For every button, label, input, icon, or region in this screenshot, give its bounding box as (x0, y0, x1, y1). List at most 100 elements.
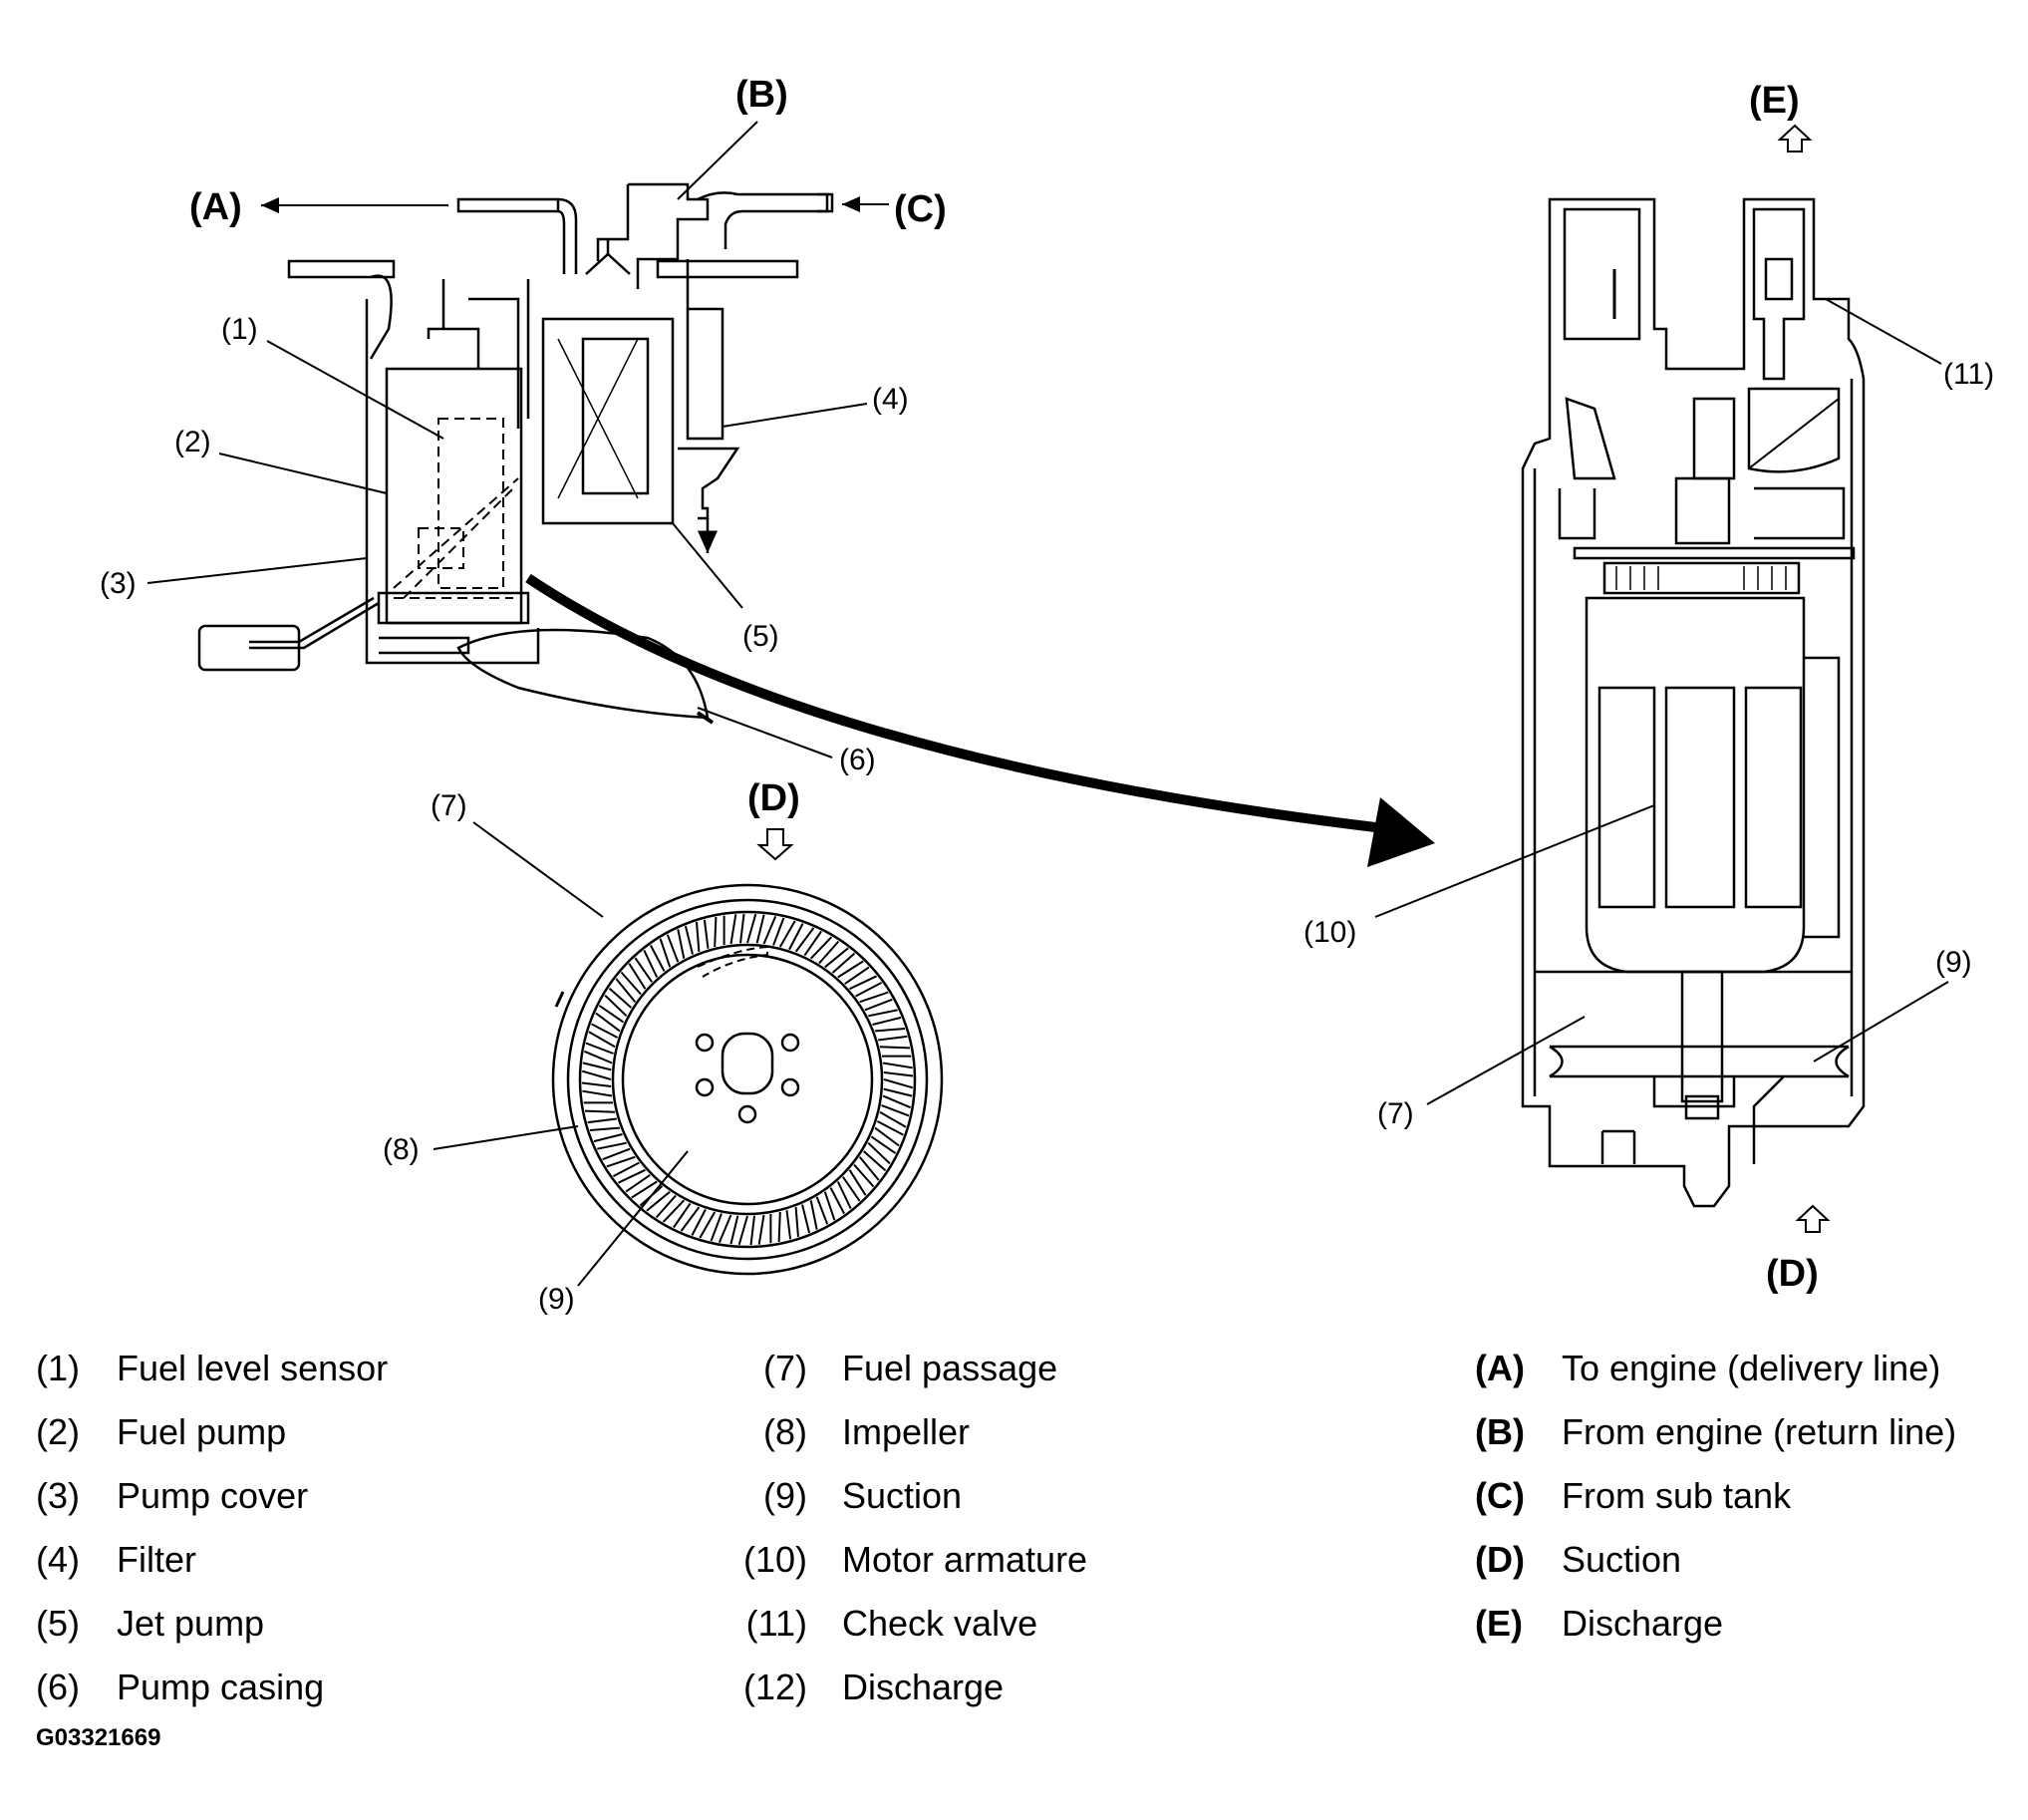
impeller-blade (755, 914, 765, 944)
impeller-blade (844, 966, 870, 985)
legend-item-number: (C) (1475, 1475, 1525, 1516)
legend-item-number: (B) (1475, 1411, 1525, 1452)
impeller-blade (628, 963, 647, 990)
legend-item-number: (9) (763, 1475, 807, 1516)
impeller-blade (597, 1141, 627, 1150)
impeller-blade (612, 1161, 640, 1177)
impeller-blade (595, 1012, 621, 1033)
legend-item-text: To engine (delivery line) (1562, 1348, 1941, 1388)
impeller-blade (746, 913, 757, 944)
legend-item-text: Pump cover (117, 1475, 309, 1516)
impeller-blade (593, 1133, 623, 1143)
impeller-blade (757, 1214, 765, 1245)
motor-armature (1585, 596, 1806, 974)
callout-7-motor: (7) (1377, 1097, 1414, 1130)
impeller-blade (837, 960, 864, 979)
impeller-blade (585, 1042, 614, 1055)
impeller-blade (803, 930, 822, 957)
legend-item-number: (2) (36, 1411, 80, 1452)
legend-item-text: Discharge (842, 1667, 1005, 1707)
callout-5: (5) (742, 620, 779, 653)
impeller-blade (584, 1109, 616, 1113)
legend-item-number: (6) (36, 1667, 80, 1707)
impeller-blade (602, 1147, 631, 1161)
impeller-blade (872, 1016, 902, 1026)
callout-1: (1) (221, 313, 258, 346)
impeller-blade (606, 1155, 636, 1168)
callout-9-motor: (9) (1935, 946, 1972, 979)
impeller-blade (615, 978, 637, 1003)
jet-pump-body (541, 317, 675, 525)
impeller-blade (881, 1104, 910, 1117)
impeller-blade (729, 1215, 739, 1245)
legend-item-text: Filter (117, 1539, 196, 1580)
legend-item-text: Suction (1562, 1539, 1682, 1580)
legend-item-text: Suction (842, 1475, 963, 1516)
detail-arrow (525, 573, 1376, 832)
impeller-outer-ring (551, 883, 944, 1276)
legend-item-number: (12) (742, 1667, 807, 1707)
impeller-blade (879, 1110, 907, 1128)
impeller-blade (824, 947, 849, 969)
impeller-blade (662, 1199, 686, 1223)
impeller-blade (794, 927, 815, 953)
flow-label-d-impeller: (D) (747, 777, 800, 819)
flow-label-d-motor: (D) (1766, 1253, 1819, 1295)
impeller-blade (875, 1028, 906, 1033)
legend-item-text: From sub tank (1562, 1475, 1792, 1516)
impeller-blade (617, 1168, 646, 1184)
fuel-pump-body (385, 367, 523, 625)
legend-item-number: (4) (36, 1539, 80, 1580)
impeller-blade (680, 1206, 701, 1232)
impeller-blade (718, 1214, 732, 1243)
impeller-blade (883, 1071, 914, 1077)
legend-item-number: (7) (763, 1348, 807, 1388)
impeller-blade (643, 949, 659, 978)
callout-11: (11) (1943, 358, 1994, 391)
leader-lines (146, 298, 1949, 1287)
callout-6: (6) (839, 744, 876, 776)
flow-label-b: (B) (735, 74, 788, 116)
fuel-pump-assembly (197, 182, 834, 725)
impeller-blade (714, 916, 718, 948)
impeller-blade (582, 1062, 612, 1071)
impeller-blade (868, 1009, 898, 1018)
legend-item-number: (A) (1475, 1348, 1525, 1388)
impeller-blade (581, 1081, 612, 1087)
impeller-blade (631, 1180, 658, 1199)
legend-item-text: Fuel level sensor (117, 1348, 389, 1388)
callout-9-impeller: (9) (538, 1283, 575, 1316)
impeller-blade (582, 1089, 613, 1097)
impeller-blade (673, 1202, 692, 1229)
legend-item-number: (10) (742, 1539, 807, 1580)
legend-item-number: (E) (1475, 1603, 1523, 1644)
impeller-blade (883, 1078, 914, 1089)
impeller-blade (655, 1194, 677, 1219)
impeller-blade (729, 914, 737, 945)
impeller-blade (818, 940, 840, 965)
legend-item-number: (3) (36, 1475, 80, 1516)
impeller-blade (883, 1087, 913, 1097)
impeller-blade (777, 1211, 781, 1243)
impeller-blades (581, 913, 914, 1246)
legend-item-text: Fuel pump (117, 1411, 287, 1452)
impeller-blade (691, 1208, 707, 1236)
impeller-blade (591, 1023, 619, 1039)
impeller-blade (809, 1200, 818, 1230)
legend-item-text: Check valve (842, 1603, 1038, 1644)
impeller-blade (815, 1196, 829, 1225)
impeller-blade (620, 971, 642, 996)
legend-item-text: Discharge (1562, 1603, 1724, 1644)
impeller-blade (604, 994, 628, 1018)
legend-item-number: (8) (763, 1411, 807, 1452)
impeller-blade (772, 917, 785, 946)
legend-item-number: (11) (745, 1603, 807, 1644)
impeller-blade (634, 957, 653, 983)
impeller-blade (853, 1163, 875, 1188)
impeller-blade (699, 1211, 717, 1239)
impeller-blade (876, 1120, 904, 1136)
check-valve (1752, 207, 1806, 381)
impeller-view (551, 883, 944, 1276)
impeller-blade (829, 1187, 845, 1215)
